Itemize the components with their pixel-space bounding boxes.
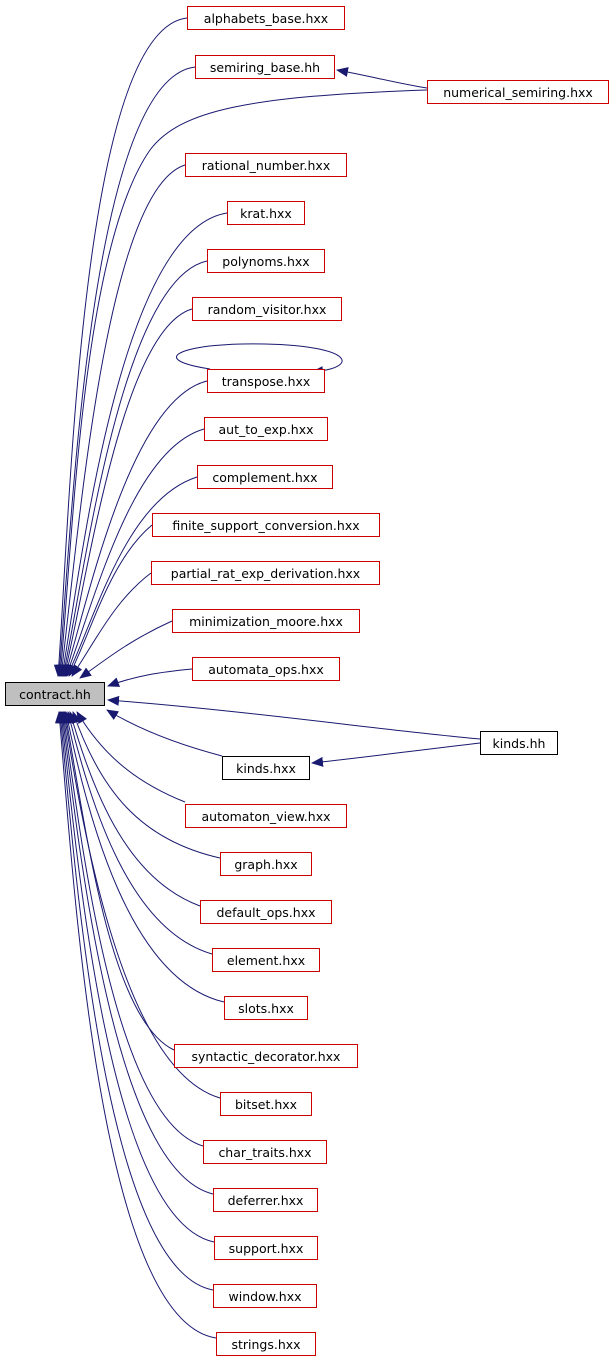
edge-bitset (60, 711, 221, 1099)
edge-polynoms (60, 260, 208, 677)
edge-automata-ops (107, 668, 193, 687)
edge-numerical-to-semiring (336, 67, 428, 89)
edge-strings (54, 711, 217, 1339)
edge-finite-support (68, 524, 153, 677)
node-random-visitor[interactable]: random_visitor.hxx (192, 297, 342, 321)
edge-default-ops (68, 711, 201, 907)
node-minimization-moore[interactable]: minimization_moore.hxx (172, 609, 360, 633)
node-support[interactable]: support.hxx (214, 1236, 318, 1260)
edge-random-visitor (61, 308, 193, 677)
node-window[interactable]: window.hxx (213, 1284, 317, 1308)
edge-element (65, 711, 213, 955)
node-numerical-semiring[interactable]: numerical_semiring.hxx (427, 80, 609, 104)
edge-transpose (63, 380, 208, 677)
edge-rational-number (57, 164, 186, 677)
edge-complement (66, 476, 198, 677)
node-transpose[interactable]: transpose.hxx (207, 369, 325, 393)
node-graph[interactable]: graph.hxx (220, 852, 312, 876)
edge-graph (71, 711, 221, 859)
edge-alphabets-base (53, 17, 188, 677)
node-slots[interactable]: slots.hxx (224, 996, 308, 1020)
edge-aut-to-exp (65, 428, 205, 677)
edge-semiring-base (54, 66, 196, 677)
node-complement[interactable]: complement.hxx (197, 465, 333, 489)
edge-kinds-hh-to-kinds-hxx (311, 742, 481, 767)
node-element[interactable]: element.hxx (212, 948, 320, 972)
edge-krat (58, 212, 228, 677)
node-alphabets-base[interactable]: alphabets_base.hxx (187, 6, 345, 30)
edge-kinds-hxx (106, 709, 223, 757)
node-aut-to-exp[interactable]: aut_to_exp.hxx (204, 417, 328, 441)
edge-char-traits (59, 711, 204, 1147)
edge-support (57, 711, 215, 1243)
edge-slots (63, 711, 225, 1003)
node-kinds-hxx[interactable]: kinds.hxx (222, 756, 310, 780)
node-contract: contract.hh (5, 682, 105, 706)
node-automata-ops[interactable]: automata_ops.hxx (192, 657, 340, 681)
edge-minimization (79, 620, 173, 679)
node-syntactic-decorator[interactable]: syntactic_decorator.hxx (174, 1044, 358, 1068)
edge-automaton-view (76, 711, 186, 803)
node-finite-support-conversion[interactable]: finite_support_conversion.hxx (152, 513, 380, 537)
node-default-ops[interactable]: default_ops.hxx (200, 900, 332, 924)
node-krat[interactable]: krat.hxx (227, 201, 305, 225)
edge-deferrer (58, 711, 214, 1195)
edge-kinds-hh-to-contract (107, 695, 481, 740)
edge-transpose-self (175, 343, 343, 377)
node-partial-rat-exp-derivation[interactable]: partial_rat_exp_derivation.hxx (151, 561, 380, 585)
node-rational-number[interactable]: rational_number.hxx (185, 153, 347, 177)
edge-window (56, 711, 214, 1291)
edge-numerical-to-contract (56, 89, 428, 677)
node-semiring-base[interactable]: semiring_base.hh (195, 55, 335, 79)
node-bitset[interactable]: bitset.hxx (220, 1092, 312, 1116)
node-kinds-hh[interactable]: kinds.hh (480, 731, 558, 755)
edge-partial-rat (71, 572, 152, 677)
node-strings[interactable]: strings.hxx (216, 1332, 316, 1356)
node-polynoms[interactable]: polynoms.hxx (207, 249, 325, 273)
node-deferrer[interactable]: deferrer.hxx (213, 1188, 318, 1212)
node-char-traits[interactable]: char_traits.hxx (203, 1140, 327, 1164)
node-automaton-view[interactable]: automaton_view.hxx (185, 804, 347, 828)
